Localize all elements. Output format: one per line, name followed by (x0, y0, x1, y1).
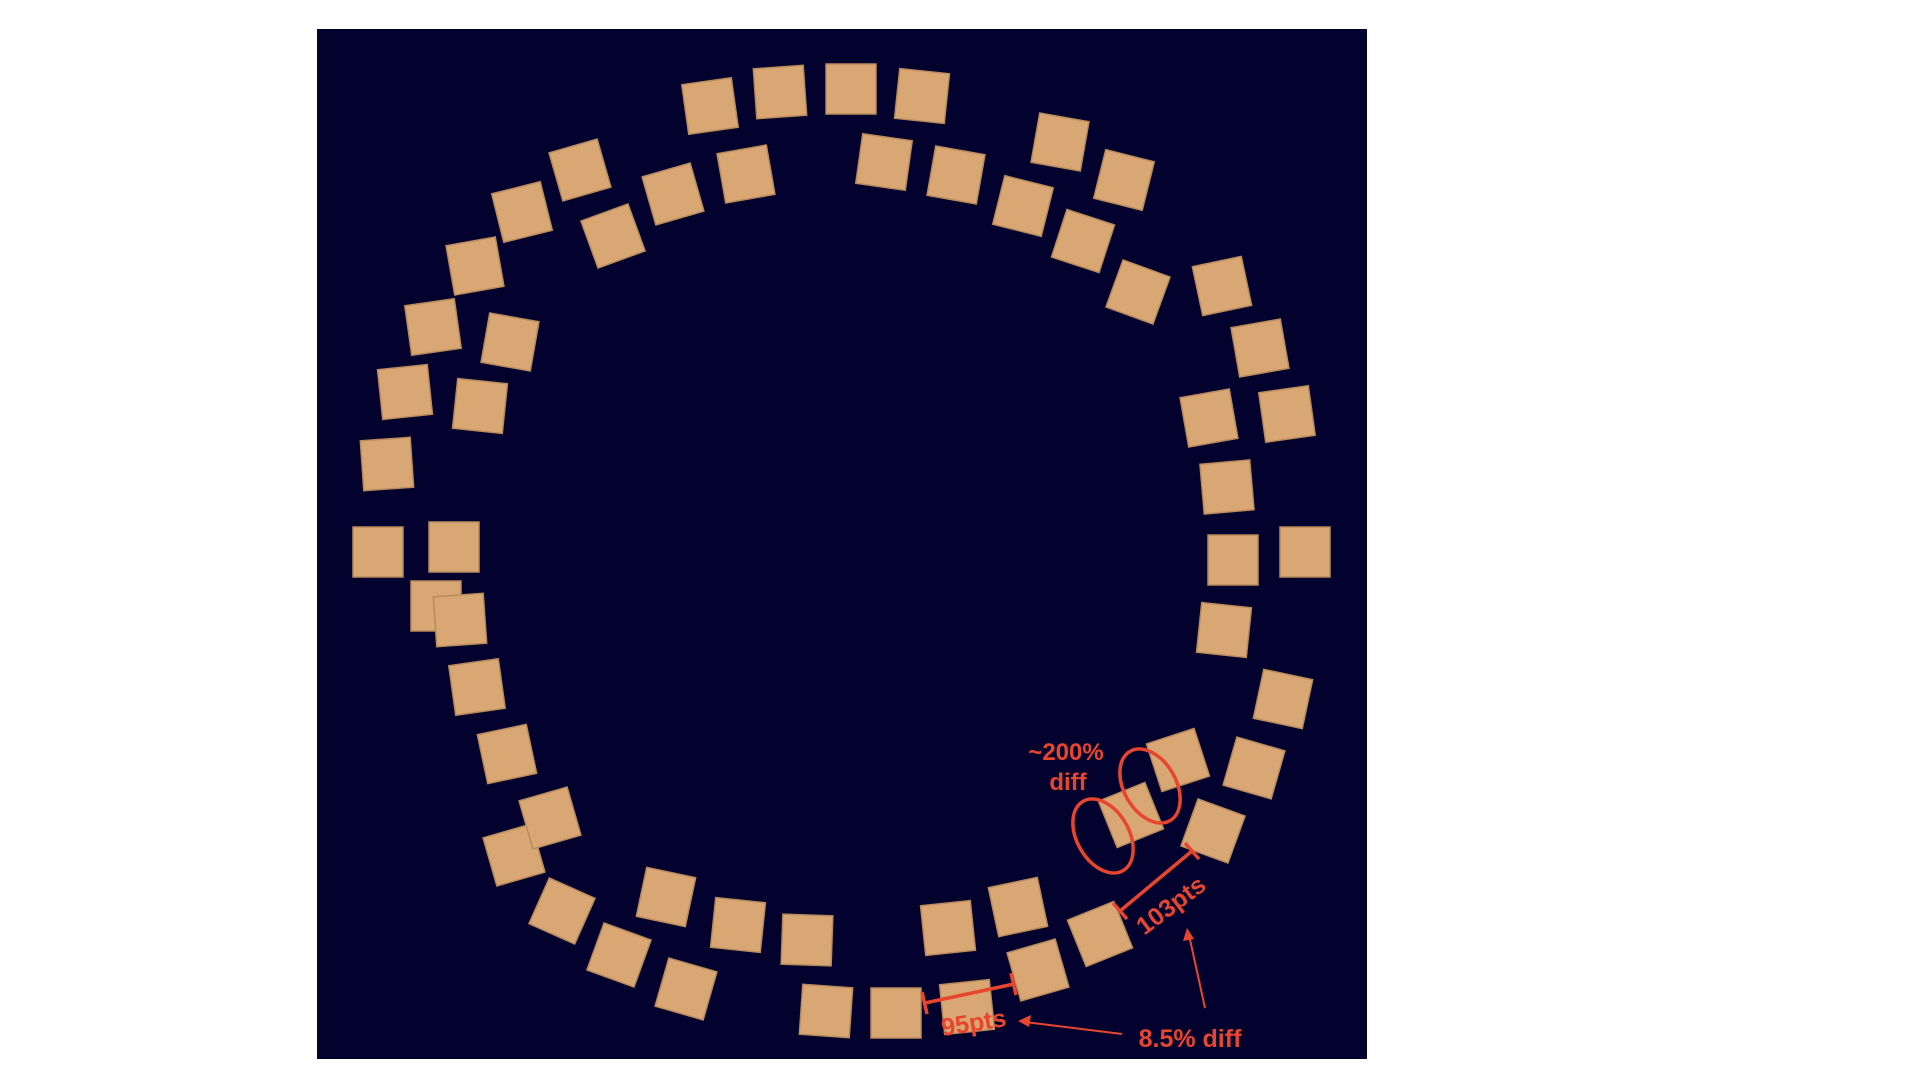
tile-square (1050, 208, 1116, 274)
tile-square (825, 63, 877, 115)
tile-square (585, 921, 653, 989)
measure-tick (920, 991, 929, 1015)
tile-square (987, 876, 1049, 938)
percent-diff-label: 8.5% diff (1139, 1025, 1242, 1053)
tile-square (1222, 736, 1286, 800)
tile-square (870, 987, 922, 1039)
tile-square (709, 896, 767, 954)
tile-square (1006, 938, 1070, 1002)
arrow-line (1024, 1021, 1123, 1035)
measure-line-right (1118, 849, 1194, 913)
tile-square (359, 436, 415, 492)
tile-square (445, 236, 505, 296)
gap-highlight-ellipse (1118, 747, 1182, 825)
tile-square (641, 162, 705, 226)
tile-square (518, 786, 582, 850)
tile-square (451, 377, 509, 435)
tile-square (480, 312, 540, 372)
tile-rings (352, 63, 1331, 1039)
tile-square (1066, 900, 1134, 968)
ratio-label-sub: diff (1049, 769, 1087, 796)
measure-tick (1009, 972, 1018, 996)
tile-square (352, 526, 404, 578)
tile-square (447, 657, 507, 717)
measure-tick (1111, 901, 1129, 921)
tile-square (780, 913, 834, 967)
tile-square (1145, 727, 1211, 793)
tile-square (798, 983, 854, 1039)
ratio-label: ~200% (1028, 739, 1103, 766)
tile-square (528, 877, 596, 945)
tile-square (1230, 318, 1290, 378)
tile-square (926, 145, 986, 205)
tile-square (1207, 534, 1259, 586)
tile-square (1195, 601, 1253, 659)
tile-square (991, 174, 1055, 238)
tile-square (919, 899, 977, 957)
measure-line-bottom (924, 982, 1015, 1005)
tile-square (654, 957, 718, 1021)
tile-square (1104, 258, 1172, 326)
gap-highlight-ellipse (1071, 797, 1135, 875)
tile-square (1097, 781, 1165, 849)
tile-square (635, 866, 697, 928)
arrow-line (1188, 934, 1206, 1009)
tile-square (1257, 384, 1317, 444)
tile-square (428, 521, 480, 573)
tile-square (403, 297, 463, 357)
tile-square (1279, 526, 1331, 578)
tile-square (1092, 148, 1156, 212)
tile-square (1179, 388, 1239, 448)
tile-square (854, 132, 914, 192)
tile-square (579, 202, 647, 270)
tile-square (1030, 112, 1090, 172)
measure-tick (1183, 841, 1201, 861)
tile-square (1252, 668, 1314, 730)
tile-square (432, 592, 488, 648)
tile-square (1179, 797, 1247, 865)
tile-square (1199, 459, 1255, 515)
dark-panel (317, 29, 1367, 1059)
arrow-head (1018, 1015, 1031, 1027)
tile-square (376, 363, 434, 421)
tile-square (476, 723, 538, 785)
tile-square (752, 64, 808, 120)
tile-square (938, 978, 996, 1036)
tile-square (490, 180, 554, 244)
tile-square (1191, 255, 1253, 317)
tile-square (893, 67, 951, 125)
tile-square (548, 138, 612, 202)
tile-square (680, 76, 740, 136)
arrow-head (1183, 928, 1194, 941)
tile-square (716, 144, 776, 204)
